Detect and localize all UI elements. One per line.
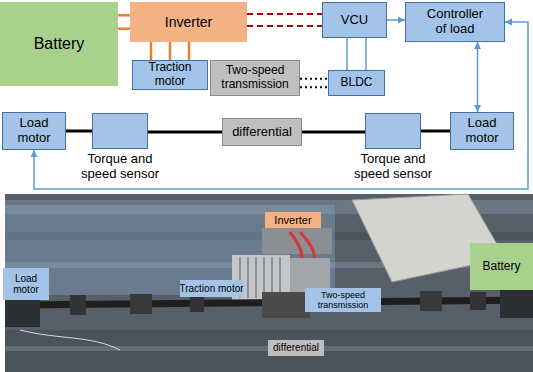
drive-shaft [148,131,222,134]
node-label: differential [232,125,292,140]
transmission-box: Two-speed transmission [210,60,300,96]
controller-box: Controller of load [405,2,505,42]
drive-shaft [148,132,222,133]
arrow-head [31,150,38,157]
arrow-head [474,105,481,112]
node-label: Controller of load [420,7,490,37]
phase-cable [151,42,189,60]
mechanical-link [300,78,328,80]
inverter-box: Inverter [130,2,247,42]
node-label: BLDC [340,76,372,90]
node-label: Load motor [457,116,507,146]
node-label: Inverter [274,214,311,227]
sensor-box: Torque and speed sensor [365,113,421,149]
motor-fins [240,257,280,298]
phase-cable [150,42,153,60]
arrow-head [505,19,512,26]
mechanical-link [300,79,328,88]
battery-box: Battery [0,2,118,86]
power-cable [118,27,130,30]
sensor-label: Torque and speed sensor [343,152,443,182]
signal-line [247,13,322,15]
coupling [70,295,86,315]
photo-label: Inverter [265,212,321,228]
control-line [477,42,479,112]
drive-shaft [302,132,365,133]
phase-cable [169,42,172,60]
load-motor-box: Load motor [2,112,66,150]
control-line [365,38,367,70]
node-label: VCU [341,13,368,28]
drive-shaft [421,130,450,133]
node-label: Traction motor [179,283,243,295]
node-label: Traction motor [139,61,201,89]
load-motor-box: Load motor [450,112,514,150]
arrow-head [474,42,481,49]
node-label: Battery [482,260,520,274]
power-cable [118,15,130,28]
signal-line [247,14,322,26]
sensor-box: Torque and speed sensor [92,113,148,149]
drive-shaft [66,130,92,133]
photo-label: Battery [470,243,533,290]
node-label: Load motor [9,116,59,146]
cable [20,330,120,350]
control-line [387,17,405,24]
photo-label: Traction motor [180,280,243,297]
node-label: Load motor [6,273,46,296]
differential-body [262,292,310,318]
bldc-box: BLDC [328,70,385,96]
node-label: Battery [34,35,85,53]
photo-label: differential [268,340,324,356]
mechanical-link [300,86,328,88]
drive-shaft [66,131,92,132]
load-motor-body [500,288,533,318]
signal-line [247,25,322,27]
control-line [474,42,481,112]
photo-ground [5,194,533,372]
photo-label: Load motor [3,268,49,300]
photo-label: Two-speed transmission [305,288,381,312]
vcu-box: VCU [322,2,387,38]
motor-box: Traction motor [132,60,208,90]
floor-rail [5,330,533,372]
sensor-body [130,294,152,314]
control-line [347,38,366,70]
drive-shaft [302,131,365,134]
coupling [470,292,486,310]
node-label: Inverter [165,14,212,30]
control-line [346,38,348,70]
node-label: Two-speed transmission [309,290,377,311]
node-label: differential [273,342,319,354]
phase-cable [188,42,191,60]
differential-box: differential [222,118,302,146]
node-label: Two-speed transmission [215,64,295,92]
power-cable [118,14,130,17]
sensor-body [420,291,442,311]
arrow-head [398,17,405,24]
sensor-label: Torque and speed sensor [70,152,170,182]
drive-shaft [421,131,450,132]
